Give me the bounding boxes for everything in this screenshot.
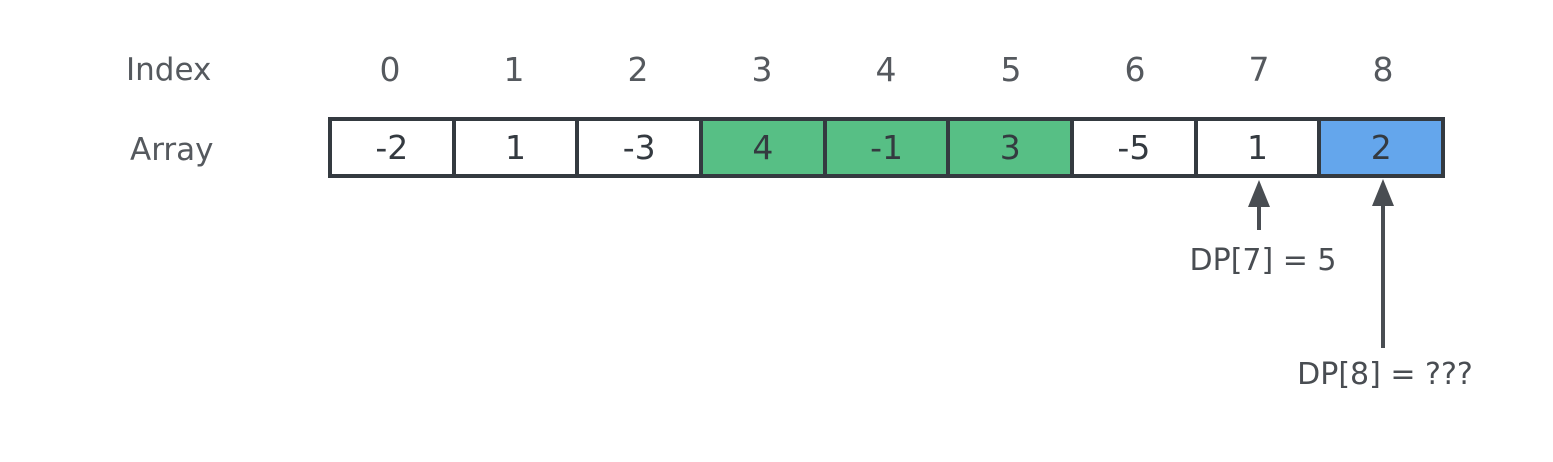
array-cell: -3 [575, 121, 700, 174]
index-label-0: 0 [379, 50, 401, 89]
dp7-annotation-label: DP[7] = 5 [1189, 243, 1337, 278]
index-label-7: 7 [1248, 50, 1270, 89]
index-label-6: 6 [1124, 50, 1146, 89]
index-label-2: 2 [627, 50, 649, 89]
index-label-5: 5 [1000, 50, 1022, 89]
index-label-4: 4 [875, 50, 897, 89]
array-cell: 3 [946, 121, 1071, 174]
array-cell: 2 [1317, 121, 1442, 174]
array-cell: -5 [1070, 121, 1194, 174]
array-row: -2 1 -3 4 -1 3 -5 1 2 [328, 117, 1445, 178]
array-cell: 4 [699, 121, 823, 174]
array-cell: -2 [332, 121, 452, 174]
array-cell: -1 [822, 121, 947, 174]
index-row-label: Index [126, 52, 212, 88]
array-cell: 1 [451, 121, 576, 174]
dp8-annotation-label: DP[8] = ??? [1297, 357, 1473, 392]
index-label-3: 3 [751, 50, 773, 89]
index-label-1: 1 [503, 50, 525, 89]
array-row-label: Array [130, 132, 214, 168]
dp7-arrow-up-icon [1248, 180, 1270, 230]
dp8-arrow-up-icon [1372, 179, 1394, 348]
index-label-8: 8 [1372, 50, 1394, 89]
array-cell: 1 [1193, 121, 1318, 174]
